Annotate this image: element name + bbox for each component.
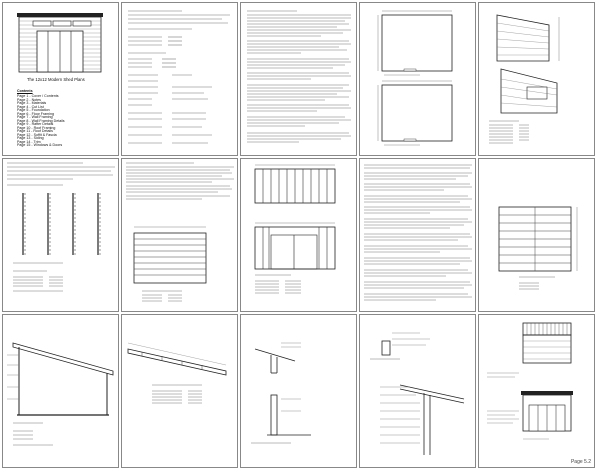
page-1-cover: The 12x12 Modern Shed Plans Contents Pag…: [2, 2, 119, 156]
contents-item: Page 13 - Siding: [17, 136, 44, 140]
elevation-drawing: [487, 322, 573, 440]
page-14-eave-details: [359, 314, 476, 468]
contents-item: Page 2 - Notes: [17, 97, 41, 102]
rafter-drawing: [127, 342, 227, 404]
contents-item: Page 10 - Roof Framing: [17, 125, 56, 130]
page-12-rafter-details: [121, 314, 238, 468]
text-block: [364, 164, 472, 301]
eave-detail-drawing: [370, 332, 465, 455]
contents-item: Page 5 - Foundation: [17, 108, 50, 112]
page-15-elevations: Page 5.2: [478, 314, 595, 468]
page-3-materials: [240, 2, 357, 156]
contents-item: Page 3 - Materials: [17, 101, 47, 105]
page-8-wall-framing: [240, 158, 357, 312]
page-4-floor-plans: [359, 2, 476, 156]
contents-item: Page 12 - Soffit & Fascia: [17, 132, 57, 137]
contents-item: Page 6 - Floor Framing: [17, 111, 54, 116]
page-5-side-elevations: [478, 2, 595, 156]
floor-plan-drawing: [377, 10, 453, 146]
contents-item: Page 15 - Windows & Doors: [17, 143, 63, 147]
detail-drawing: [251, 342, 311, 444]
page-9-wall-details: [359, 158, 476, 312]
contents-item: Page 8 - Wall Framing Details: [17, 118, 65, 123]
contents-item: Page 7 - Wall Framing: [17, 115, 53, 119]
wall-section-drawing: [7, 342, 114, 446]
cover-caption: The 12x12 Modern Shed Plans: [27, 77, 85, 82]
page-label: Page 5.2: [570, 459, 591, 465]
side-elevation-drawing: [489, 14, 560, 144]
page-6-foundation: [2, 158, 119, 312]
shed-front-elevation: [17, 13, 103, 73]
text-block: [247, 10, 351, 143]
page-2-notes: [121, 2, 238, 156]
wall-framing-drawing: [254, 164, 336, 294]
contents-item: Page 9 - Rafter Details: [17, 122, 54, 126]
foundation-drawing: [7, 162, 115, 292]
page-11-wall-section: [2, 314, 119, 468]
text-block: [128, 10, 230, 144]
contents-item: Page 14 - Trim: [17, 139, 41, 144]
contents-heading: Contents: [17, 89, 33, 93]
page-13-detail-sections: [240, 314, 357, 468]
roof-plan-drawing: [498, 206, 578, 290]
page-7-floor-framing: [121, 158, 238, 312]
page-10-roof-plan: [478, 158, 595, 312]
floor-framing-drawing: [126, 162, 234, 302]
contents-item: Page 4 - Cut List: [17, 104, 44, 109]
contents-item: Page 1 - Cover / Contents: [17, 94, 59, 98]
contents-item: Page 11 - Roof Details: [17, 129, 53, 133]
